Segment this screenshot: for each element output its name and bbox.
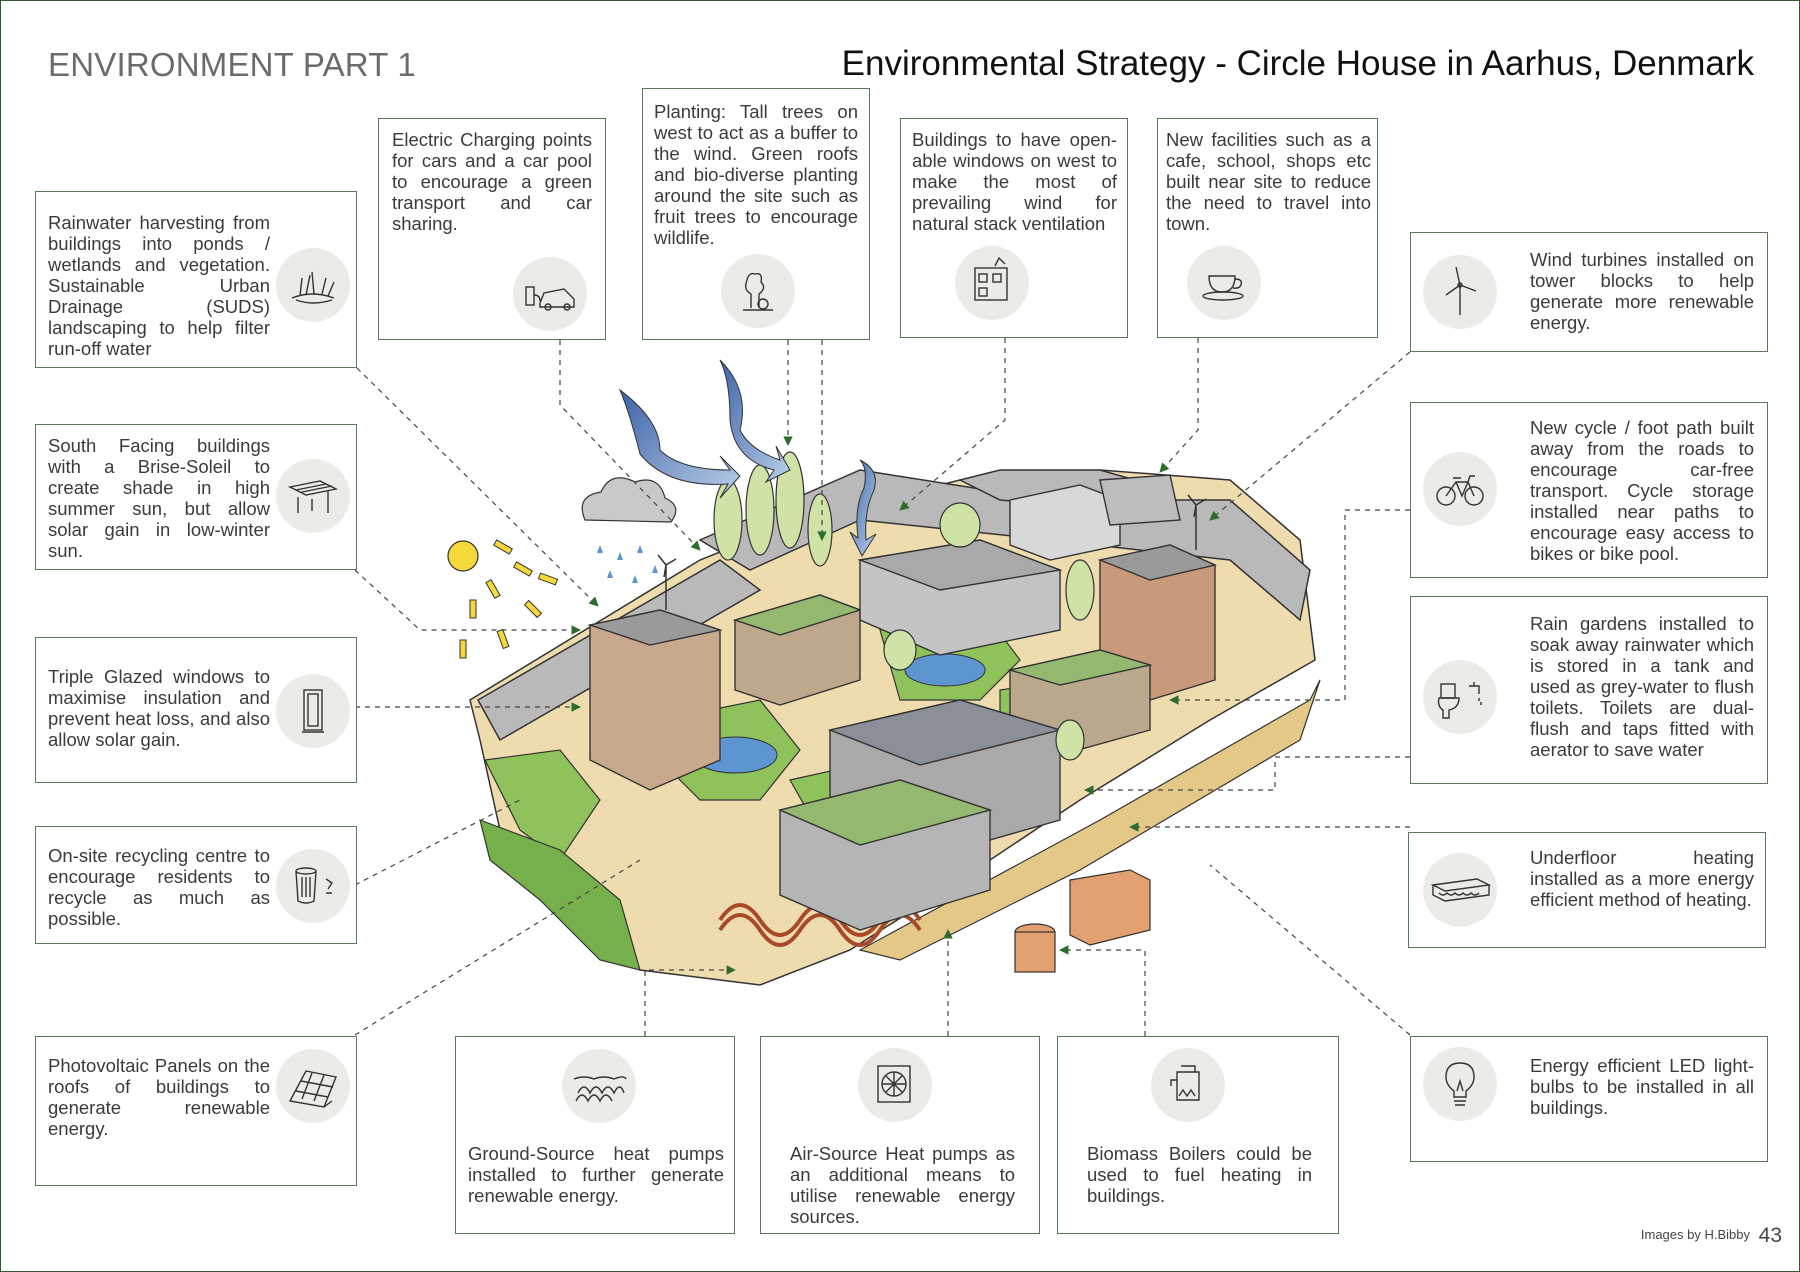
callout-charging: Electric Charging points for cars and a …: [378, 118, 606, 340]
site-wind-turbines: [657, 494, 1207, 610]
page-title: Environmental Strategy - Circle House in…: [841, 44, 1754, 83]
callout-south-text: South Facing buildings with a Brise-Sole…: [48, 435, 270, 561]
callout-led-text: Energy efficient LED light-bulbs to be i…: [1530, 1055, 1754, 1118]
callout-wind: Wind turbines installed on tower blocks …: [1410, 232, 1768, 352]
wetland-plants-icon: [276, 248, 350, 322]
leader-ground: [644, 965, 736, 1036]
callout-underfloor: Underfloor heating installed as a more e…: [1408, 832, 1766, 948]
terrace-southwest: [777, 779, 993, 931]
callout-south: South Facing buildings with a Brise-Sole…: [35, 424, 357, 570]
leader-raingardens: [1084, 756, 1410, 795]
callout-windows: Buildings to have open-able windows on w…: [900, 118, 1128, 338]
bicycle-icon: [1423, 452, 1497, 526]
solar-panel-icon: [276, 1049, 350, 1123]
leader-recycling: [354, 799, 521, 886]
tanks: [1014, 869, 1151, 973]
section-title: ENVIRONMENT PART 1: [48, 46, 416, 83]
callout-ground-text: Ground-Source heat pumps installed to fu…: [468, 1143, 724, 1206]
leader-led: [1209, 864, 1411, 1036]
callout-facilities: New facilities such as a cafe, school, s…: [1157, 118, 1378, 338]
callout-charging-text: Electric Charging points for cars and a …: [392, 129, 592, 234]
toilet-tap-icon: [1423, 660, 1497, 734]
callout-air: Air-Source Heat pumps as an additional m…: [760, 1036, 1040, 1234]
leader-rainwater: [356, 367, 599, 607]
recycling-bin-icon: [276, 849, 350, 923]
callout-biomass-text: Biomass Boilers could be used to fuel he…: [1087, 1143, 1312, 1206]
leader-charging: [559, 340, 701, 551]
callout-underfloor-text: Underfloor heating installed as a more e…: [1530, 847, 1754, 910]
leader-biomass: [1059, 945, 1146, 1036]
callout-windows-text: Buildings to have open-able windows on w…: [912, 129, 1117, 234]
callout-recycling-text: On-site recycling centre to encourage re…: [48, 845, 270, 929]
buildings: [587, 474, 1218, 931]
electric-car-icon: [513, 257, 587, 331]
brise-soleil-icon: [276, 459, 350, 533]
leader-wind: [1209, 351, 1411, 521]
trees: [713, 451, 1095, 761]
callout-cycle-text: New cycle / foot path built away from th…: [1530, 417, 1754, 564]
terrace-north: [732, 594, 863, 706]
underfloor-heating-icon: [1423, 853, 1497, 927]
callout-glazing-text: Triple Glazed windows to maximise insula…: [48, 666, 270, 750]
callout-glazing: Triple Glazed windows to maximise insula…: [35, 637, 357, 783]
callout-biomass: Biomass Boilers could be used to fuel he…: [1057, 1036, 1339, 1234]
leader-lines: [354, 338, 1411, 1036]
callout-recycling: On-site recycling centre to encourage re…: [35, 826, 357, 944]
wind-arrows: [618, 359, 877, 558]
leader-facilities: [1159, 338, 1199, 473]
weather: [447, 477, 677, 659]
callout-ground: Ground-Source heat pumps installed to fu…: [455, 1036, 735, 1234]
callout-led: Energy efficient LED light-bulbs to be i…: [1410, 1036, 1768, 1162]
window-icon: [276, 674, 350, 748]
callout-planting-text: Planting: Tall trees on west to act as a…: [654, 101, 858, 248]
air-source-fan-icon: [858, 1048, 932, 1122]
callout-cycle: New cycle / foot path built away from th…: [1410, 402, 1768, 578]
callout-rainwater-text: Rainwater harvesting from buildings into…: [48, 212, 270, 359]
leader-cycle: [1169, 509, 1410, 705]
light-bulb-icon: [1423, 1047, 1497, 1121]
callout-raingardens-text: Rain gardens installed to soak away rain…: [1530, 613, 1754, 760]
building-window-icon: [955, 246, 1029, 320]
callout-raingardens: Rain gardens installed to soak away rain…: [1410, 596, 1768, 784]
callout-air-text: Air-Source Heat pumps as an additional m…: [790, 1143, 1015, 1227]
callout-pv: Photovoltaic Panels on the roofs of buil…: [35, 1036, 357, 1186]
callout-pv-text: Photovoltaic Panels on the roofs of buil…: [48, 1055, 270, 1139]
trees-icon: [721, 254, 795, 328]
page-number: 43: [1758, 1224, 1782, 1247]
callout-planting: Planting: Tall trees on west to act as a…: [642, 88, 870, 340]
callout-wind-text: Wind turbines installed on tower blocks …: [1530, 249, 1754, 333]
terrace-main: [857, 539, 1063, 656]
image-credit: Images by H.Bibby: [1640, 1227, 1750, 1242]
callout-rainwater: Rainwater harvesting from buildings into…: [35, 191, 357, 368]
ground-source-pump-icon: [562, 1049, 636, 1123]
tower-west: [587, 609, 723, 791]
leader-windows: [899, 338, 1006, 511]
village-north: [1009, 474, 1181, 561]
callout-facilities-text: New facilities such as a cafe, school, s…: [1166, 129, 1371, 234]
biomass-boiler-icon: [1151, 1048, 1225, 1122]
coffee-cup-icon: [1187, 246, 1261, 320]
wind-turbine-icon: [1423, 255, 1497, 329]
